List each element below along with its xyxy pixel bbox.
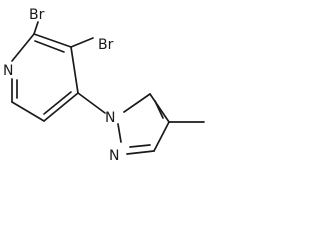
atom-br-2: Br: [98, 37, 114, 53]
atom-n-pyridine: N: [3, 63, 13, 79]
bond-n-c2: [11, 33, 35, 62]
bond-n2-n1: [117, 123, 122, 143]
bond-c4-c5: [43, 92, 79, 122]
double-bond-c3-n2: [129, 144, 151, 148]
bond-c3-n2: [126, 150, 155, 155]
double-bond-c2-c3: [34, 40, 65, 53]
bond-c2-c3: [33, 33, 72, 48]
pyridine-ring: [11, 33, 79, 122]
bond-c5-c6: [11, 101, 45, 122]
double-bond-c4-c5: [43, 91, 72, 115]
bond-c3-br: [70, 37, 94, 48]
bond-c4-n-pyrazole: [77, 92, 106, 114]
atom-n1-pyrazole: N: [105, 110, 115, 126]
bond-n1-c5: [123, 93, 151, 113]
atom-br-1: Br: [29, 7, 45, 23]
atom-n2-pyrazole: N: [109, 148, 119, 164]
bond-c5-c4: [149, 93, 170, 123]
bond-c4-c3: [153, 121, 170, 152]
chemical-structure: Br Br N N N: [3, 7, 205, 164]
pyrazole-ring: [117, 93, 170, 155]
bond-c3-c4: [70, 46, 79, 94]
double-bond-c5-c4: [154, 100, 164, 119]
bond-c2-br: [33, 21, 39, 35]
